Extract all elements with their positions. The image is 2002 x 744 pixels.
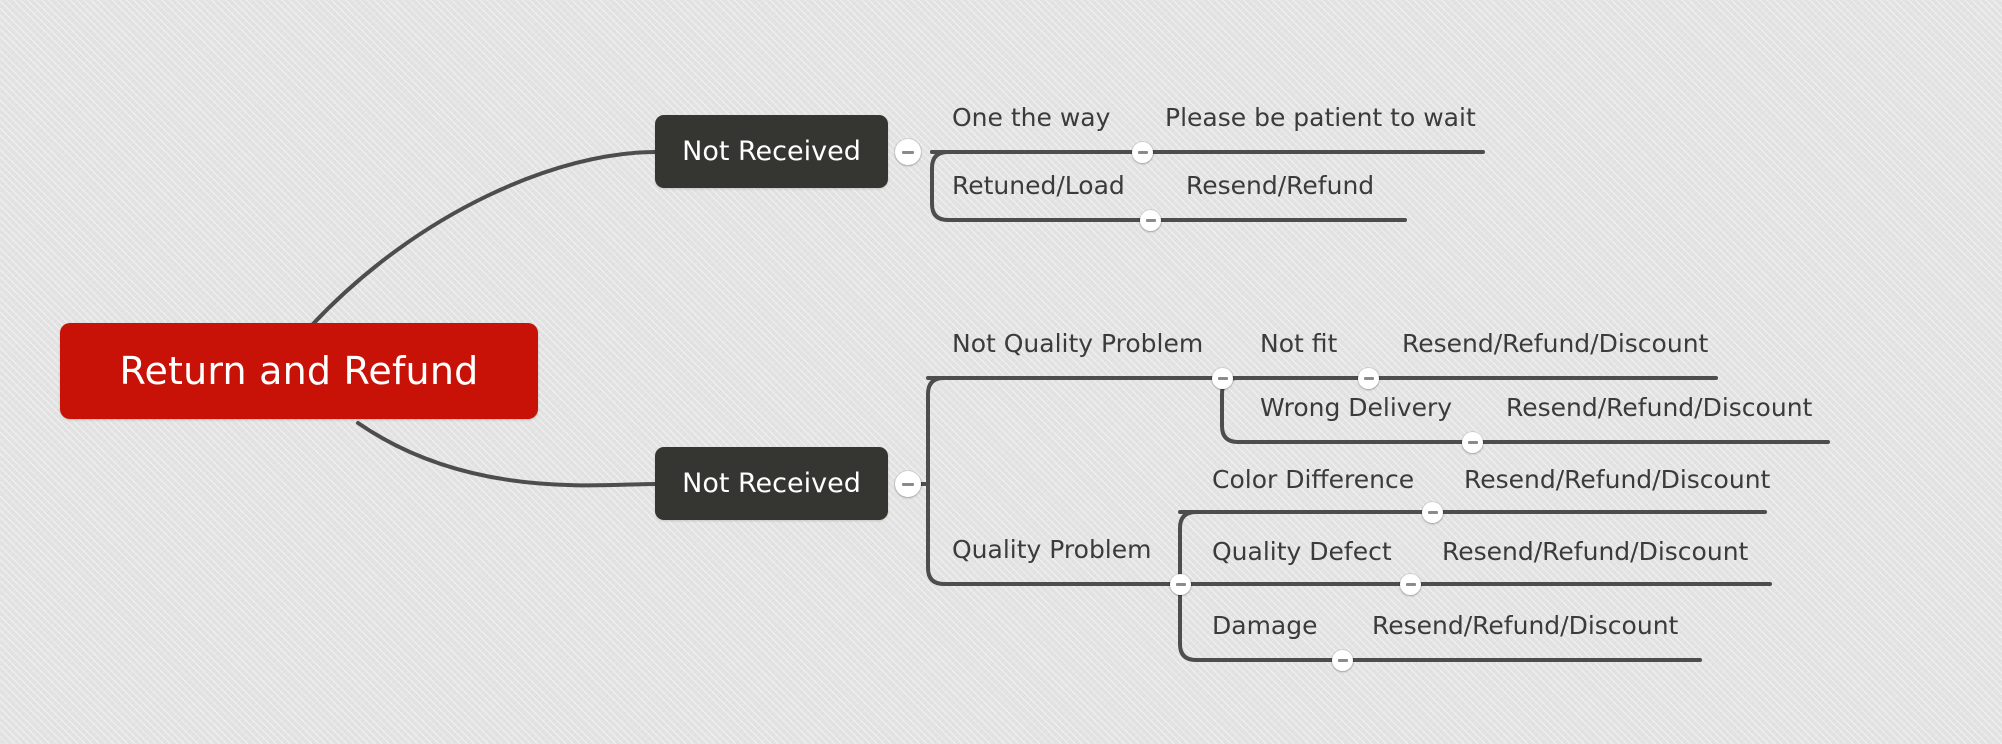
minus-icon — [1405, 583, 1416, 586]
leaf-label-retuned-load[interactable]: Retuned/Load — [952, 171, 1125, 200]
leaf-label-quality-defect-action[interactable]: Resend/Refund/Discount — [1442, 537, 1749, 566]
minus-icon — [1427, 511, 1438, 514]
leaf-label-quality-problem[interactable]: Quality Problem — [952, 535, 1152, 564]
minus-icon — [902, 150, 914, 154]
root-node[interactable]: Return and Refund — [60, 323, 538, 419]
minus-icon — [1467, 441, 1478, 444]
leaf-label-resend-refund[interactable]: Resend/Refund — [1186, 171, 1375, 200]
collapse-toggle-color-difference[interactable] — [1422, 502, 1443, 523]
leaf-label-one-the-way[interactable]: One the way — [952, 103, 1111, 132]
minus-icon — [1363, 377, 1374, 380]
leaf-label-color-difference-action[interactable]: Resend/Refund/Discount — [1464, 465, 1771, 494]
leaf-label-please-be-patient-to-wait[interactable]: Please be patient to wait — [1165, 103, 1476, 132]
branch-node-label: Not Received — [682, 468, 861, 499]
collapse-toggle-retuned-load[interactable] — [1140, 210, 1161, 231]
collapse-toggle-branch-1[interactable] — [895, 139, 921, 165]
leaf-label-damage-action[interactable]: Resend/Refund/Discount — [1372, 611, 1679, 640]
leaf-label-wrong-delivery-action[interactable]: Resend/Refund/Discount — [1506, 393, 1813, 422]
leaf-label-damage[interactable]: Damage — [1212, 611, 1318, 640]
leaf-label-wrong-delivery[interactable]: Wrong Delivery — [1260, 393, 1453, 422]
collapse-toggle-quality-problem[interactable] — [1170, 574, 1191, 595]
minus-icon — [1337, 659, 1348, 662]
root-node-label: Return and Refund — [119, 349, 479, 393]
leaf-label-not-quality-problem[interactable]: Not Quality Problem — [952, 329, 1204, 358]
collapse-toggle-quality-defect[interactable] — [1400, 574, 1421, 595]
branch-node-not-received-2[interactable]: Not Received — [655, 447, 888, 520]
minus-icon — [1217, 377, 1228, 380]
collapse-toggle-wrong-delivery[interactable] — [1462, 432, 1483, 453]
leaf-label-quality-defect[interactable]: Quality Defect — [1212, 537, 1392, 566]
branch-node-label: Not Received — [682, 136, 861, 167]
minus-icon — [1145, 219, 1156, 222]
leaf-label-color-difference[interactable]: Color Difference — [1212, 465, 1415, 494]
edge-root-to-branch-1 — [310, 150, 657, 327]
leaf-label-not-fit[interactable]: Not fit — [1260, 329, 1338, 358]
collapse-toggle-one-the-way[interactable] — [1132, 142, 1153, 163]
branch-node-not-received-1[interactable]: Not Received — [655, 115, 888, 188]
collapse-toggle-branch-2[interactable] — [895, 471, 921, 497]
collapse-toggle-damage[interactable] — [1332, 650, 1353, 671]
minus-icon — [1175, 583, 1186, 586]
collapse-toggle-not-fit[interactable] — [1358, 368, 1379, 389]
edge-root-to-branch-2 — [356, 421, 657, 488]
leaf-label-not-fit-action[interactable]: Resend/Refund/Discount — [1402, 329, 1709, 358]
bracket-branch-2-spine — [926, 376, 946, 586]
minus-icon — [1137, 151, 1148, 154]
minus-icon — [902, 482, 914, 486]
collapse-toggle-not-quality-problem[interactable] — [1212, 368, 1233, 389]
